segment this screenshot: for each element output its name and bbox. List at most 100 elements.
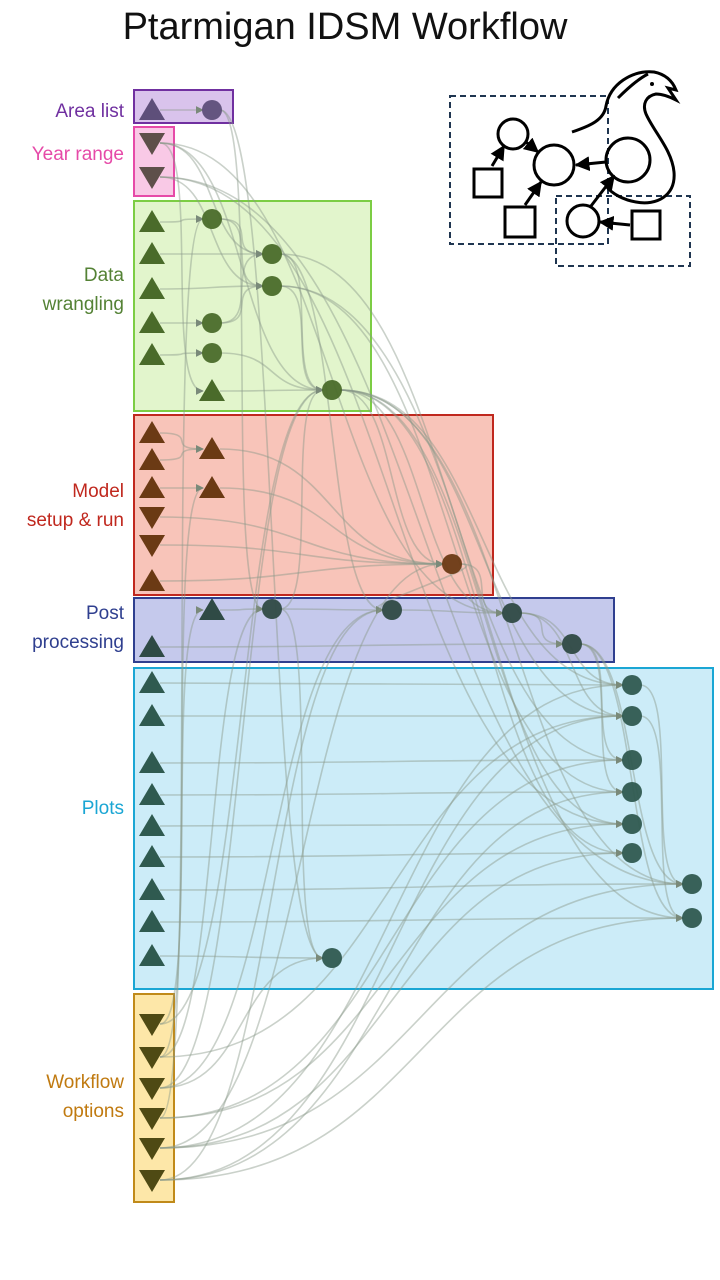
process-node[interactable] [622,782,642,802]
group-box-options [133,993,175,1203]
workflow-edge [339,389,504,617]
logo-circle-3 [604,136,652,184]
input-node[interactable] [199,379,225,401]
workflow-edge [159,516,444,568]
input-node[interactable] [139,635,165,657]
workflow-edge [159,712,624,1058]
option-node[interactable] [139,507,165,529]
input-node[interactable] [139,343,165,365]
process-node[interactable] [622,843,642,863]
process-node[interactable] [202,209,222,229]
workflow-edge [339,389,624,857]
input-node[interactable] [199,437,225,459]
workflow-edge [159,432,204,453]
workflow-edge [159,849,624,1149]
logo-circle-4 [565,203,601,239]
input-node[interactable] [139,751,165,773]
process-node[interactable] [322,380,342,400]
workflow-edge [279,253,384,614]
input-node[interactable] [139,944,165,966]
option-node[interactable] [139,1108,165,1130]
input-node[interactable] [139,783,165,805]
input-node[interactable] [139,277,165,299]
group-label-data-wrangling: Data wrangling [42,265,124,315]
input-node[interactable] [199,598,225,620]
workflow-edge [159,606,204,1025]
group-label-workflow-options: Workflow options [46,1072,124,1122]
process-node[interactable] [202,343,222,363]
workflow-edge [159,445,204,461]
process-node[interactable] [562,634,582,654]
workflow-edge [339,389,444,568]
logo-square-3 [630,209,662,241]
workflow-edge [159,680,624,689]
workflow-edge [159,914,684,923]
input-node[interactable] [139,476,165,498]
group-label-area-list: Area list [55,101,124,122]
ptarmigan-bird-logo [449,70,691,267]
logo-arrow [523,180,543,206]
input-node[interactable] [199,476,225,498]
group-box-model [133,414,494,596]
workflow-edge [159,386,324,1025]
group-label-plots: Plots [81,798,124,819]
workflow-edge [159,788,624,797]
option-node[interactable] [139,1138,165,1160]
workflow-edge [459,563,504,617]
workflow-edge [159,820,624,1119]
process-node[interactable] [202,100,222,120]
process-node[interactable] [442,554,462,574]
option-node[interactable] [139,133,165,155]
process-node[interactable] [262,599,282,619]
option-node[interactable] [139,1047,165,1069]
input-node[interactable] [139,210,165,232]
input-node[interactable] [139,311,165,333]
option-node[interactable] [139,167,165,189]
workflow-edge [159,954,324,1089]
process-node[interactable] [382,600,402,620]
input-node[interactable] [139,671,165,693]
workflow-edge [159,756,624,1119]
workflow-edge [579,643,624,764]
option-node[interactable] [139,1078,165,1100]
bird-outline [571,70,681,205]
input-node[interactable] [139,421,165,443]
input-node[interactable] [139,910,165,932]
process-node[interactable] [322,948,342,968]
input-node[interactable] [139,878,165,900]
process-node[interactable] [682,908,702,928]
input-node[interactable] [139,98,165,120]
input-node[interactable] [139,814,165,836]
input-node[interactable] [139,569,165,591]
logo-arrow [522,137,540,154]
logo-arrow [574,156,607,172]
option-node[interactable] [139,1014,165,1036]
process-node[interactable] [682,874,702,894]
logo-plate-box-small [555,195,691,267]
workflow-edge [159,484,204,1058]
process-node[interactable] [622,706,642,726]
option-node[interactable] [139,535,165,557]
input-node[interactable] [139,448,165,470]
workflow-edge [159,560,444,582]
input-node[interactable] [139,704,165,726]
workflow-edge [279,285,684,922]
workflow-edge [519,612,564,648]
workflow-edge [159,880,684,1149]
workflow-edge [159,640,564,649]
logo-arrow [598,215,631,231]
process-node[interactable] [622,750,642,770]
process-node[interactable] [262,276,282,296]
process-node[interactable] [202,313,222,333]
process-node[interactable] [262,244,282,264]
process-node[interactable] [622,675,642,695]
option-node[interactable] [139,1170,165,1192]
workflow-edge [159,386,324,1089]
process-node[interactable] [622,814,642,834]
input-node[interactable] [139,242,165,264]
input-node[interactable] [139,845,165,867]
process-node[interactable] [502,603,522,623]
workflow-edge [639,684,684,888]
group-box-wrangling [133,200,372,412]
workflow-edge [159,849,624,858]
